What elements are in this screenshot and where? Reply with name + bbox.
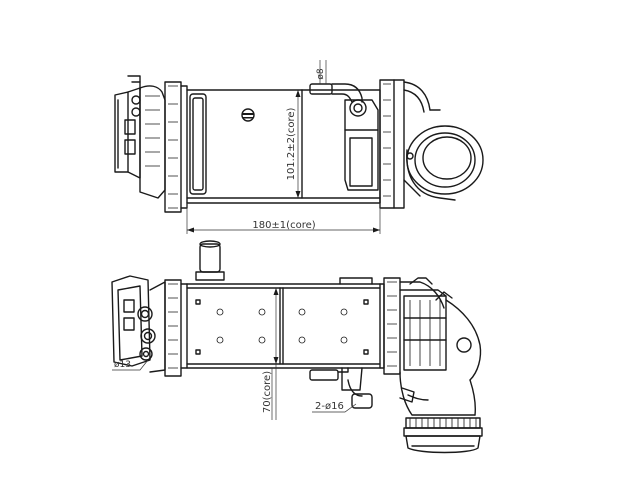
label-port-diameter: 2-ø16	[315, 401, 344, 412]
dim-core-height	[295, 90, 301, 198]
dim-port	[312, 403, 357, 413]
bottom-pipes	[309, 367, 373, 409]
top-round-outlet	[403, 125, 484, 201]
top-right-flange	[379, 79, 441, 209]
label-core-height: 101.2±2(core)	[286, 107, 297, 180]
bottom-left-flange	[111, 275, 182, 377]
dim-core-depth	[271, 288, 279, 420]
label-core-depth: 70(core)	[262, 371, 273, 413]
bottom-view	[111, 240, 483, 454]
bottom-core	[180, 277, 385, 369]
label-bore-diameter: ø13	[114, 360, 131, 370]
bottom-right-flange	[383, 277, 482, 416]
label-pipe-diameter: ø8	[316, 68, 326, 80]
top-small-pipe	[309, 60, 363, 103]
bottom-outlet-rings	[403, 417, 483, 454]
bottom-top-pipe	[195, 240, 225, 281]
dim-core-length	[186, 203, 381, 234]
dim-bore	[112, 359, 149, 371]
top-left-flange	[114, 75, 188, 213]
label-core-length: 180±1(core)	[252, 220, 315, 231]
top-bracket	[344, 99, 379, 191]
top-view	[114, 60, 484, 234]
